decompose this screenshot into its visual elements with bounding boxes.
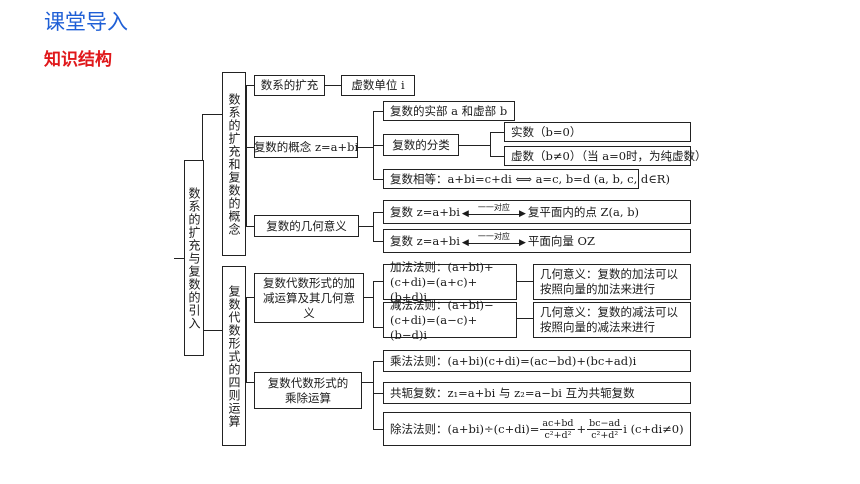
node-sub-geo: 几何意义：复数的减法可以按照向量的减法来进行 (533, 302, 691, 338)
connector (246, 297, 254, 299)
correspondence-label: 一一对应 (477, 203, 510, 212)
connector (359, 226, 373, 228)
connector (373, 361, 375, 429)
node-add-rule: 加法法则：(a+bi)+(c+di)=(a+c)+(b+d)i (383, 260, 517, 304)
connector (325, 85, 341, 87)
node-muldiv: 复数代数形式的乘除运算 (254, 372, 362, 409)
node-real-imag-part: 复数的实部 a 和虚部 b (383, 101, 515, 121)
connector (362, 382, 373, 384)
connector (202, 330, 222, 332)
connector (373, 393, 383, 395)
root-node: 数系的扩充与复数的引入 (184, 160, 204, 356)
node-addsub: 复数代数形式的加减运算及其几何意义 (254, 273, 364, 323)
div-plus: + (576, 421, 587, 436)
connector (373, 212, 383, 214)
connector (373, 281, 383, 283)
connector (517, 281, 533, 283)
div-num-2: bc−ad (587, 417, 623, 430)
connector (517, 318, 533, 320)
node-geometry: 复数的几何意义 (254, 215, 359, 237)
geo-vector-right: 平面向量 OZ (527, 233, 595, 248)
connector (246, 226, 254, 228)
connector (373, 241, 383, 243)
connector (490, 132, 492, 156)
connector (373, 212, 375, 241)
connector (202, 114, 222, 116)
div-num-1: ac+bd (540, 417, 576, 430)
correspondence-label: 一一对应 (477, 232, 510, 241)
page-title: 课堂导入 (44, 10, 128, 34)
correspondence-arrow: 一一对应 ◀▶ (462, 232, 526, 248)
connector (373, 361, 383, 363)
div-den-2: c²+d² (591, 429, 619, 441)
div-den-1: c²+d² (544, 429, 572, 441)
geo-point-left: 复数 z=a+bi (390, 204, 460, 219)
geo-vector-left: 复数 z=a+bi (390, 233, 460, 248)
div-prefix: 除法法则：(a+bi)÷(c+di)= (390, 421, 540, 436)
branch-concept: 数系的扩充和复数的概念 (222, 72, 246, 256)
connector (246, 85, 248, 226)
connector (490, 156, 504, 158)
branch-operations: 复数代数形式的四则运算 (222, 266, 246, 446)
connector (246, 85, 254, 87)
node-imag-number: 虚数（b≠0）（当 a=0时，为纯虚数） (504, 146, 707, 166)
div-fraction-2: bc−ad c²+d² (587, 417, 623, 441)
node-equality: 复数相等：a+bi=c+di ⟺ a=c, b=d (a, b, c, d∈R) (383, 169, 670, 189)
connector (246, 297, 248, 382)
node-classify: 复数的分类 (383, 134, 459, 156)
connector (373, 281, 375, 327)
connector (373, 111, 383, 113)
connector (373, 179, 383, 181)
connector (373, 145, 383, 147)
node-expansion: 数系的扩充 (254, 75, 325, 96)
connector (246, 147, 254, 149)
node-geo-vector: 复数 z=a+bi 一一对应 ◀▶ 平面向量 OZ (383, 229, 691, 253)
correspondence-arrow: 一一对应 ◀▶ (462, 203, 526, 219)
node-sub-rule: 减法法则：(a+bi)−(c+di)=(a−c)+(b−d)i (383, 298, 517, 342)
connector (373, 327, 383, 329)
connector (459, 145, 490, 147)
node-concept: 复数的概念 z=a+bi (254, 136, 358, 158)
node-imag-unit: 虚数单位 i (341, 75, 415, 96)
page-subtitle: 知识结构 (44, 50, 112, 70)
node-add-geo: 几何意义：复数的加法可以按照向量的加法来进行 (533, 264, 691, 300)
geo-point-right: 复平面内的点 Z(a, b) (527, 204, 640, 219)
connector (358, 147, 373, 149)
div-suffix: i (c+di≠0) (623, 421, 684, 436)
connector (364, 297, 373, 299)
node-geo-point: 复数 z=a+bi 一一对应 ◀▶ 复平面内的点 Z(a, b) (383, 200, 691, 224)
connector (246, 382, 254, 384)
node-div-rule: 除法法则：(a+bi)÷(c+di)= ac+bd c²+d² + bc−ad … (383, 412, 691, 446)
connector (174, 258, 184, 260)
node-mul-rule: 乘法法则：(a+bi)(c+di)=(ac−bd)+(bc+ad)i (383, 350, 691, 372)
connector (373, 429, 383, 431)
node-real-number: 实数（b=0） (504, 122, 691, 142)
node-conjugate: 共轭复数：z₁=a+bi 与 z₂=a−bi 互为共轭复数 (383, 382, 691, 404)
div-fraction-1: ac+bd c²+d² (540, 417, 576, 441)
connector (490, 132, 504, 134)
